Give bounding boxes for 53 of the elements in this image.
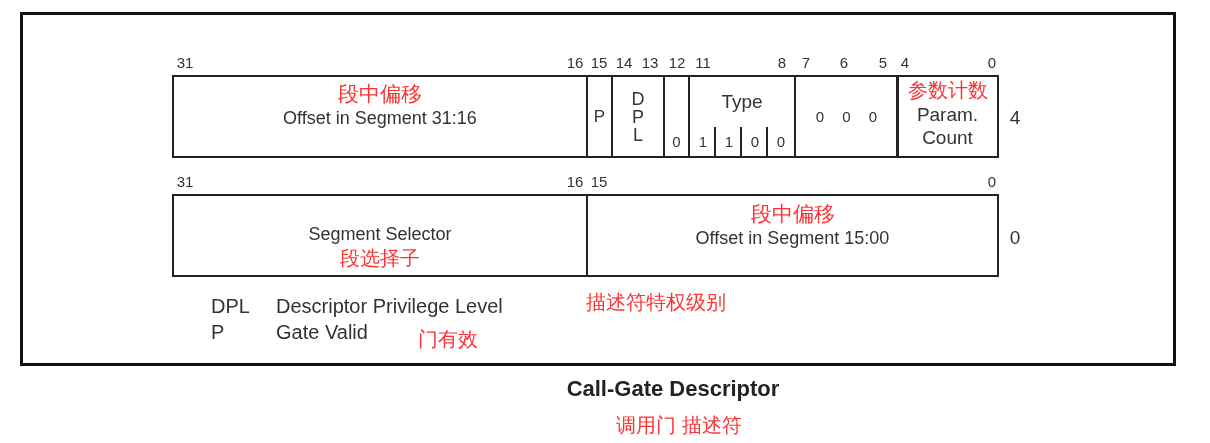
field-label: Offset in Segment 31:16 [283, 108, 477, 129]
bit-field [896, 75, 999, 158]
bit-number: 4 [900, 54, 910, 72]
row-offset-number: 0 [1009, 227, 1021, 249]
row-offset-number: 4 [1009, 107, 1021, 129]
bit-field [172, 75, 588, 158]
field-label: Segment Selector [308, 224, 452, 245]
bit-value: 0 [776, 132, 786, 151]
bit-number: 0 [987, 54, 997, 72]
annotation-text: 段选择子 [340, 246, 420, 270]
bit-number: 31 [176, 54, 194, 72]
bit-number: 15 [590, 173, 608, 191]
legend-abbreviation: DPL [211, 295, 250, 317]
bit-number: 31 [176, 173, 194, 191]
bit-number: 7 [801, 54, 811, 72]
caption-text: 调用门 描述符 [616, 414, 742, 436]
annotation-text: 门有效 [418, 328, 478, 350]
bit-value: 1 [698, 132, 708, 151]
bit-number: 8 [777, 54, 787, 72]
bit-number: 5 [878, 54, 888, 72]
legend-abbreviation: P [211, 321, 225, 343]
bit-field [172, 194, 588, 277]
field-label: Type [721, 91, 763, 113]
bit-field [611, 75, 665, 158]
bit-number: 16 [566, 54, 584, 72]
field-label: P [593, 106, 606, 127]
field-label: D P L [631, 89, 645, 144]
diagram-title: Call-Gate Descriptor [566, 376, 780, 402]
bit-value: 0 0 0 [815, 107, 878, 126]
bit-number: 6 [839, 54, 849, 72]
bit-value: 0 [750, 132, 760, 151]
field-label: Param. Count [916, 104, 979, 150]
annotation-text: 描述符特权级别 [586, 291, 726, 313]
annotation-text: 段中偏移 [750, 202, 835, 227]
bit-number: 12 [668, 54, 686, 72]
bit-field [663, 75, 690, 158]
legend-description: Gate Valid [276, 321, 368, 343]
bit-field [586, 194, 999, 277]
bit-number: 16 [566, 173, 584, 191]
bit-number: 14 [615, 54, 633, 72]
annotation-text: 参数计数 [907, 78, 988, 102]
field-label: Offset in Segment 15:00 [695, 228, 890, 249]
bit-field [586, 75, 613, 158]
bit-number: 13 [641, 54, 659, 72]
bit-field [688, 75, 796, 158]
legend-description: Descriptor Privilege Level [276, 295, 503, 317]
annotation-text: 段中偏移 [338, 82, 422, 107]
bit-field [794, 75, 899, 158]
bit-number: 0 [987, 173, 997, 191]
bit-number: 11 [695, 54, 711, 72]
bit-number: 15 [590, 54, 608, 72]
bit-value: 0 [672, 132, 681, 150]
bit-value: 1 [724, 132, 734, 151]
